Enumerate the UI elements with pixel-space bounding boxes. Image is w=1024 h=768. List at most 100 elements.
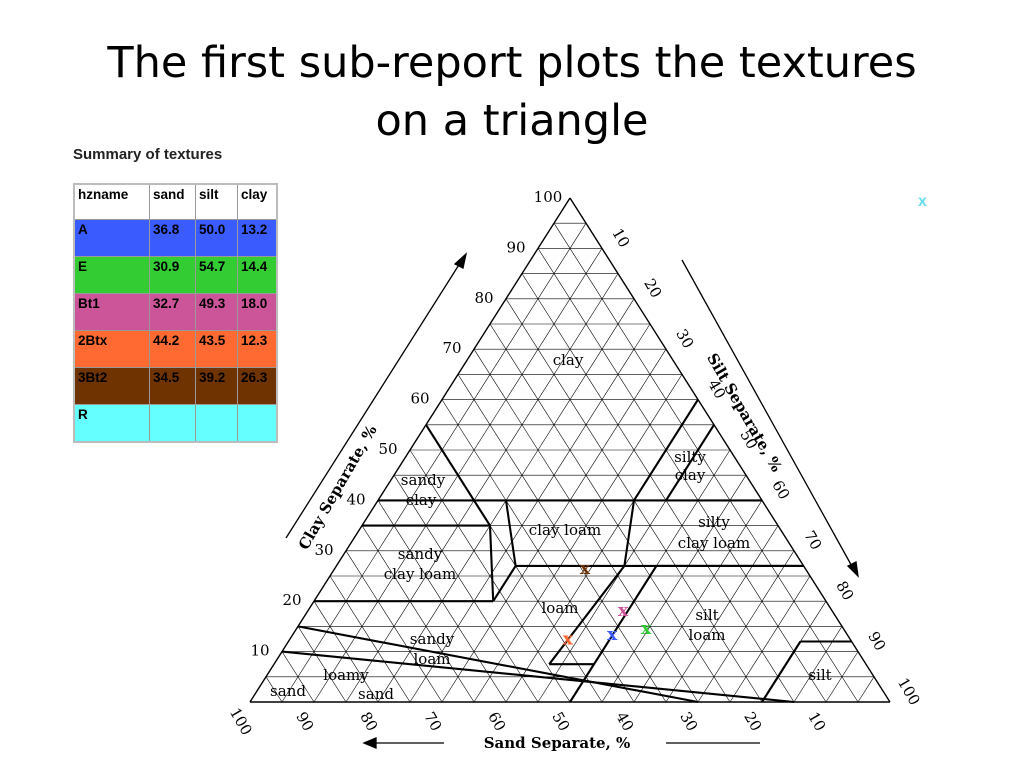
- tick-label-silt: 60: [768, 477, 793, 503]
- grid-line-sand: [409, 449, 571, 703]
- axis-arrows: [285, 252, 859, 749]
- region-silty-clay-loam-line-2: clay loam: [678, 534, 750, 552]
- region-silt-loam-line-2: loam: [689, 626, 726, 644]
- tick-label-clay: 30: [314, 541, 333, 559]
- grid-line-silt: [601, 475, 747, 703]
- table-row: Bt1 32.7 49.3 18.0: [73, 293, 278, 331]
- cell-silt: 50.0: [195, 219, 238, 257]
- cell-silt: 54.7: [195, 256, 238, 294]
- tick-label-clay: 100: [534, 188, 563, 206]
- tick-label-clay: 70: [442, 339, 461, 357]
- grid-line-sand: [297, 626, 347, 703]
- triangle-edge-left: [249, 197, 571, 703]
- cell-hzname: 3Bt2: [73, 367, 150, 405]
- tick-label-sand: 100: [230, 705, 256, 739]
- cell-hzname: E: [73, 256, 150, 294]
- region-loamy-sand-line-2: sand: [358, 685, 394, 703]
- region-sandy-clay-line-2: clay: [406, 491, 437, 509]
- cell-hzname: Bt1: [73, 293, 150, 331]
- cell-hzname: R: [73, 404, 150, 443]
- region-silty-clay-loam-line-1: silty: [698, 513, 730, 531]
- region-sand: sand: [270, 682, 306, 700]
- grid-line-sand: [489, 323, 731, 703]
- tick-label-sand: 80: [356, 709, 381, 735]
- horizon-marker-3bt2: x: [580, 559, 591, 579]
- region-silt-loam-line-1: silt: [695, 606, 718, 624]
- summary-label: Summary of textures: [73, 146, 223, 163]
- column-header-sand: sand: [149, 183, 196, 220]
- title-line-2: on a triangle: [375, 96, 649, 146]
- cell-hzname: 2Btx: [73, 330, 150, 368]
- tick-label-clay: 50: [378, 440, 397, 458]
- tick-label-silt: 80: [832, 578, 857, 604]
- horizon-marker-a: x: [607, 625, 618, 645]
- grid-line-silt: [665, 525, 779, 703]
- texture-boundary: [633, 399, 699, 501]
- grid-line-sand: [265, 676, 283, 703]
- region-silty-clay-line-2: clay: [675, 466, 706, 484]
- table-row: A 36.8 50.0 13.2: [73, 219, 278, 257]
- sand-axis-label: Sand Separate, %: [484, 734, 631, 752]
- cell-sand: 36.8: [149, 219, 196, 257]
- cell-silt: 39.2: [195, 367, 238, 405]
- cell-hzname: A: [73, 219, 150, 257]
- tick-label-sand: 50: [548, 709, 573, 735]
- tick-label-silt: 20: [640, 276, 665, 302]
- silt-axis-arrow: [681, 259, 855, 571]
- cell-silt: [195, 404, 238, 443]
- tick-label-clay: 10: [250, 642, 269, 660]
- grid-line-silt: [473, 374, 683, 703]
- tick-label-sand: 30: [676, 709, 701, 735]
- cell-clay: 12.3: [237, 330, 278, 368]
- cell-clay: 26.3: [237, 367, 278, 405]
- tick-label-clay: 40: [346, 490, 365, 508]
- clay-axis-label: Clay Separate, %: [295, 422, 381, 553]
- triangle-edge-right: [569, 197, 891, 703]
- grid-line-sand: [393, 475, 539, 703]
- grid-line-silt: [825, 651, 859, 703]
- grid-line-sand: [313, 601, 379, 703]
- texture-boundary: [665, 424, 715, 501]
- texture-boundary: [492, 565, 517, 602]
- column-header-silt: silt: [195, 183, 238, 220]
- grid-line-silt: [345, 273, 619, 703]
- texture-class-boundaries: [281, 399, 852, 704]
- texture-boundary: [569, 565, 658, 703]
- grid-line-sand: [281, 651, 315, 703]
- tick-label-clay: 60: [410, 390, 429, 408]
- tick-label-clay: 90: [506, 238, 525, 256]
- tick-label-silt: 100: [894, 675, 924, 709]
- region-silty-clay-line-1: silty: [674, 448, 706, 466]
- cell-sand: 34.5: [149, 367, 196, 405]
- tick-label-sand: 60: [484, 709, 509, 735]
- texture-summary-table: hzname sand silt clay A 36.8 50.0 13.2 E…: [73, 183, 278, 443]
- tick-label-silt: 70: [800, 528, 825, 554]
- texture-boundary: [504, 500, 517, 567]
- sand-axis-arrowhead: [362, 737, 377, 749]
- cell-clay: 18.0: [237, 293, 278, 331]
- column-header-hzname: hzname: [73, 183, 150, 220]
- cell-sand: 32.7: [149, 293, 196, 331]
- texture-boundary: [297, 625, 699, 704]
- region-clay: clay: [553, 351, 584, 369]
- region-loamy-sand-line-1: loamy: [323, 666, 369, 684]
- grid-line-sand: [361, 525, 475, 703]
- tick-label-sand: 70: [420, 709, 445, 735]
- texture-boundary: [281, 650, 795, 704]
- texture-boundary: [548, 565, 626, 665]
- tick-label-sand: 90: [292, 709, 317, 735]
- grid-line-silt: [697, 550, 795, 703]
- tick-label-clay: 20: [282, 591, 301, 609]
- texture-boundary: [425, 424, 491, 527]
- grid-line-silt: [793, 626, 843, 703]
- cell-clay: 13.2: [237, 219, 278, 257]
- grid-line-sand: [553, 223, 859, 703]
- grid-line-sand: [521, 273, 795, 703]
- grid-line-sand: [345, 550, 443, 703]
- table-row: 3Bt2 34.5 39.2 26.3: [73, 367, 278, 405]
- cell-sand: 44.2: [149, 330, 196, 368]
- grid-line-silt: [633, 500, 763, 703]
- tick-label-clay: 80: [474, 289, 493, 307]
- region-sandy-clay-loam-line-1: sandy: [398, 545, 443, 563]
- tick-label-silt: 30: [672, 326, 697, 352]
